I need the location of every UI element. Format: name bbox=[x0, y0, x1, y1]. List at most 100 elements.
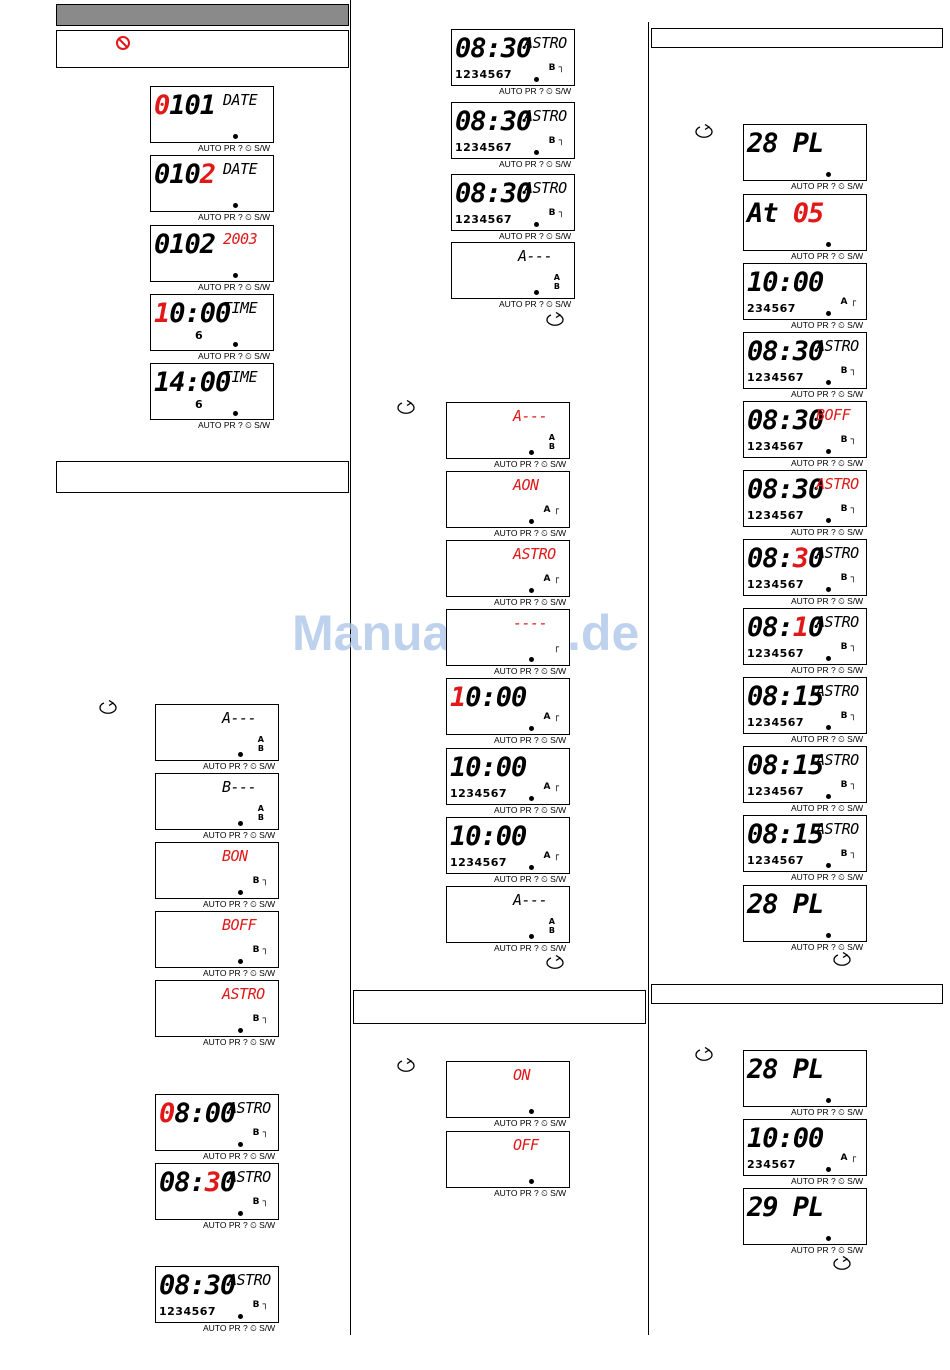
lcd-indicator-dot bbox=[529, 519, 534, 524]
lcd-digit-segment: 10:00 bbox=[450, 752, 527, 783]
lcd-caption: AUTO PR ? ⏲ S/W bbox=[494, 1118, 567, 1128]
lcd-mode-text: ASTRO bbox=[816, 751, 859, 769]
prohibited-icon bbox=[116, 36, 130, 50]
lcd-digit-segment: 10:00 bbox=[450, 821, 527, 852]
lcd-mode-text: ASTRO bbox=[524, 34, 567, 52]
lcd-mode-text: 2003 bbox=[223, 230, 258, 248]
lcd-caption: AUTO PR ? ⏲ S/W bbox=[203, 761, 276, 771]
lcd-weekdays: 1234567 bbox=[455, 213, 513, 226]
lcd-indicator-dot bbox=[529, 1179, 534, 1184]
lcd-digit-segment: 08:30 bbox=[455, 106, 532, 137]
lcd-indicator-dot bbox=[238, 890, 243, 895]
cycle-arrow-icon bbox=[397, 1058, 415, 1072]
lcd-mode-text: ASTRO bbox=[816, 613, 859, 631]
lcd-digit-segment: 08: bbox=[747, 612, 794, 643]
lcd-digit-segment: 8:00 bbox=[174, 1098, 236, 1129]
lcd-caption: AUTO PR ? ⏲ S/W bbox=[198, 351, 271, 361]
lcd-indicator-dot bbox=[233, 411, 238, 416]
lcd-main-digits: 10:00 bbox=[450, 752, 527, 783]
lcd-indicator-dot bbox=[534, 290, 539, 295]
lcd-channel-symbol: B ┐ bbox=[252, 1300, 268, 1310]
lcd-caption: AUTO PR ? ⏲ S/W bbox=[198, 212, 271, 222]
lcd-digit-segment: 101 bbox=[169, 90, 216, 121]
lcd-digit-segment: 3 bbox=[204, 1167, 221, 1198]
column-divider-2 bbox=[648, 22, 649, 1335]
lcd-indicator-dot bbox=[826, 172, 831, 177]
section-header-bar-grey bbox=[56, 4, 349, 26]
lcd-channel-symbol: A ┌ bbox=[840, 297, 856, 307]
lcd-indicator-dot bbox=[826, 725, 831, 730]
lcd-digit-segment: 08:15 bbox=[747, 819, 824, 850]
lcd-mode-text: ASTRO bbox=[816, 820, 859, 838]
lcd-digit-segment: 08:30 bbox=[747, 336, 824, 367]
lcd-mode-text: BON bbox=[222, 847, 248, 865]
lcd-indicator-dot bbox=[233, 342, 238, 347]
lcd-main-digits: 08:30 bbox=[455, 179, 532, 209]
lcd-caption: AUTO PR ? ⏲ S/W bbox=[499, 159, 572, 169]
lcd-main-digits: 10:00 bbox=[450, 682, 527, 713]
lcd-indicator-dot bbox=[826, 863, 831, 868]
lcd-caption: AUTO PR ? ⏲ S/W bbox=[198, 420, 271, 430]
lcd-caption: AUTO PR ? ⏲ S/W bbox=[494, 597, 567, 607]
lcd-digit-segment: 05 bbox=[792, 198, 825, 229]
lcd-mode-text: BOFF bbox=[222, 916, 257, 934]
lcd-indicator-dot bbox=[826, 587, 831, 592]
lcd-channel-symbol: B ┐ bbox=[840, 573, 856, 583]
lcd-main-digits: 29 PL bbox=[747, 1193, 824, 1223]
lcd-digit-segment: 0:00 bbox=[169, 298, 231, 329]
lcd-mode-text: ASTRO bbox=[816, 475, 859, 493]
lcd-caption: AUTO PR ? ⏲ S/W bbox=[791, 1107, 864, 1117]
lcd-screen: 29 PL bbox=[743, 1188, 867, 1245]
lcd-main-digits: 08:15 bbox=[747, 751, 824, 781]
lcd-indicator-dot bbox=[238, 959, 243, 964]
lcd-mode-text: ASTRO bbox=[524, 107, 567, 125]
lcd-screen: 28 PL bbox=[743, 885, 867, 942]
lcd-weekdays: 1234567 bbox=[747, 371, 805, 384]
lcd-main-digits: 28 PL bbox=[747, 129, 824, 159]
lcd-main-digits: At 05 bbox=[747, 198, 825, 229]
lcd-caption: AUTO PR ? ⏲ S/W bbox=[203, 1220, 276, 1230]
lcd-channel-symbol: B ┐ bbox=[840, 711, 856, 721]
lcd-indicator-dot bbox=[529, 450, 534, 455]
lcd-digit-segment: 0 bbox=[159, 1098, 175, 1129]
lcd-digit-segment: 0 bbox=[220, 1167, 236, 1198]
lcd-screen: BON B ┐ bbox=[155, 842, 279, 899]
lcd-weekdays: 1234567 bbox=[747, 716, 805, 729]
lcd-digit-segment: 1 bbox=[450, 682, 466, 713]
lcd-mode-text: B--- bbox=[222, 778, 257, 796]
lcd-caption: AUTO PR ? ⏲ S/W bbox=[494, 1188, 567, 1198]
lcd-caption: AUTO PR ? ⏲ S/W bbox=[198, 282, 271, 292]
lcd-digit-segment: 08:30 bbox=[747, 405, 824, 436]
lcd-indicator-dot bbox=[529, 588, 534, 593]
lcd-mode-text: ASTRO bbox=[816, 544, 859, 562]
lcd-main-digits: 08:15 bbox=[747, 819, 824, 850]
lcd-digit-segment: 2 bbox=[199, 159, 216, 190]
lcd-weekdays: 1234567 bbox=[747, 509, 805, 522]
lcd-main-digits: 08:30 bbox=[747, 475, 824, 505]
lcd-channel-symbol: B ┐ bbox=[252, 876, 268, 886]
lcd-channel-symbol: ┌ bbox=[553, 643, 559, 653]
lcd-indicator-dot bbox=[826, 518, 831, 523]
lcd-digit-segment: 08:30 bbox=[159, 1270, 236, 1301]
lcd-mode-text: ASTRO bbox=[524, 179, 567, 197]
lcd-screen: ON bbox=[446, 1061, 570, 1118]
lcd-main-digits: 08:30 bbox=[747, 336, 824, 367]
lcd-mode-text: ASTRO bbox=[816, 337, 859, 355]
lcd-caption: AUTO PR ? ⏲ S/W bbox=[791, 458, 864, 468]
lcd-indicator-dot bbox=[826, 656, 831, 661]
lcd-main-digits: 08:30 bbox=[747, 405, 824, 436]
lcd-indicator-dot bbox=[233, 203, 238, 208]
lcd-indicator-dot bbox=[529, 657, 534, 662]
